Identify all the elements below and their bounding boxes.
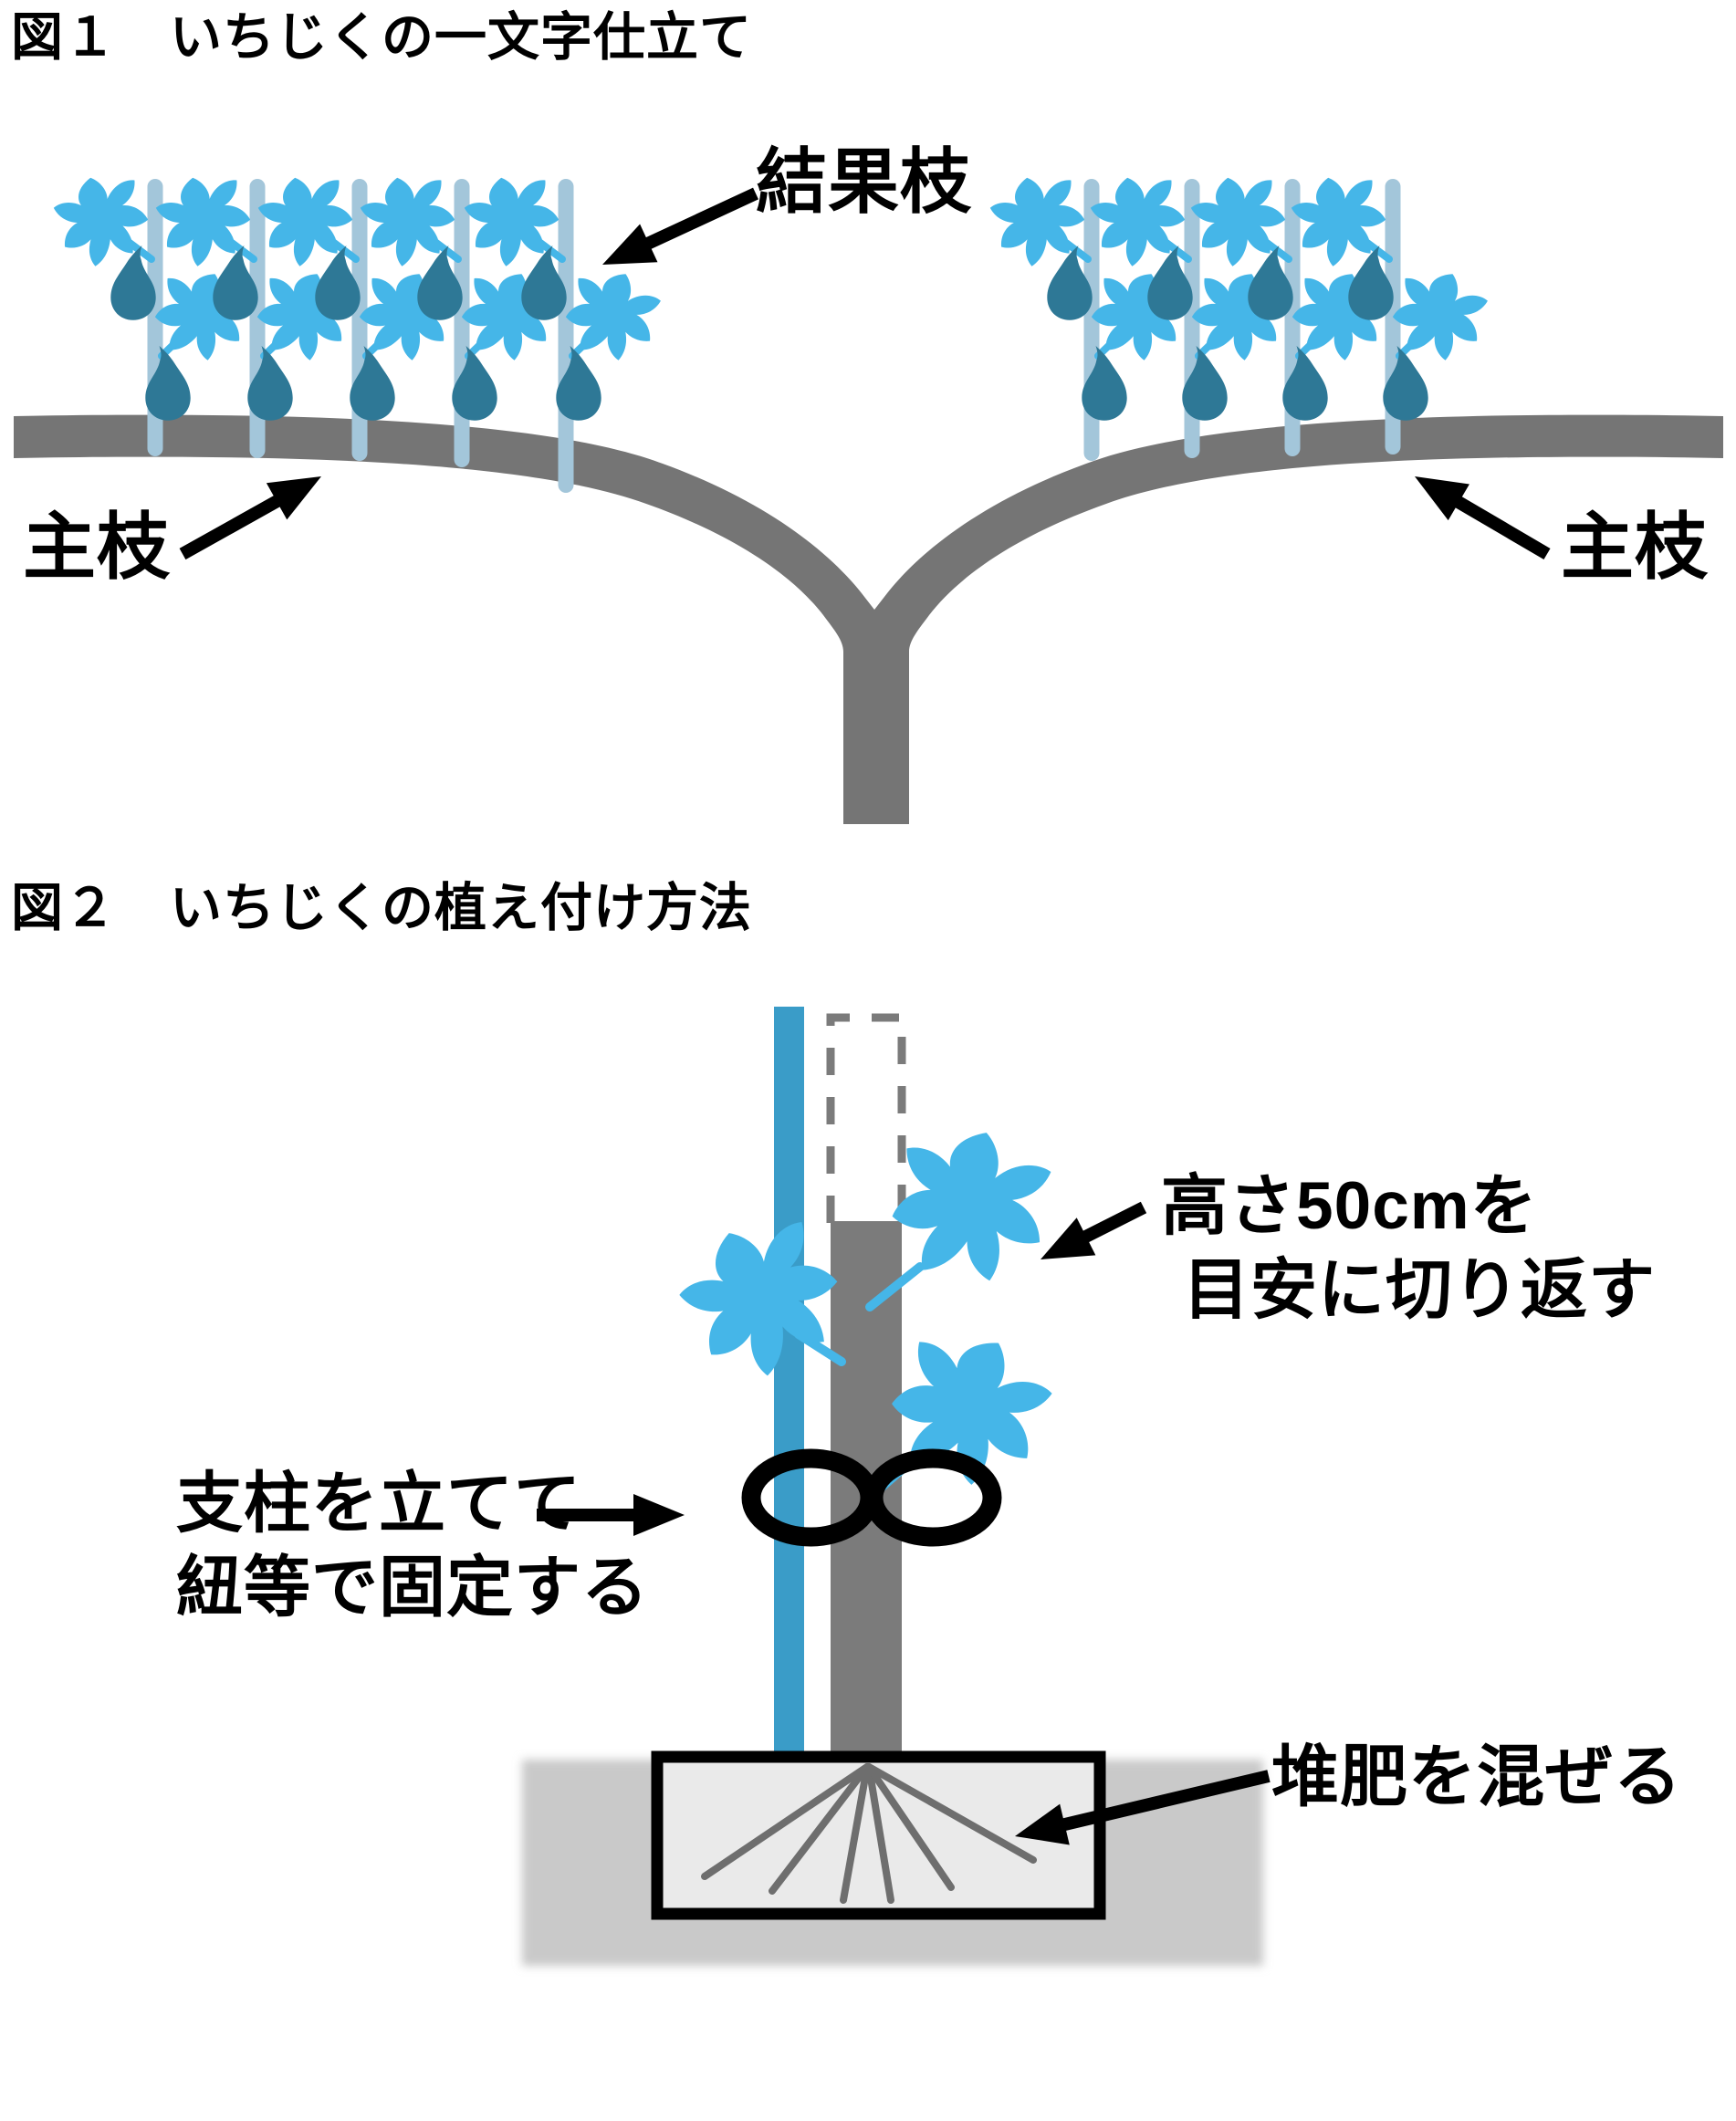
roots <box>701 1763 1037 1904</box>
shoot-stick <box>558 179 574 493</box>
trunk-cutoff-dashed-outline <box>826 1013 906 1223</box>
cut-height-note: 高さ50cmを 目安に切り返す <box>1161 1165 1656 1332</box>
fruiting-shoot <box>151 165 360 458</box>
fruiting-shoot <box>1286 165 1495 454</box>
fruiting-shoot <box>48 165 257 456</box>
main-branch-arrow-right <box>1415 476 1551 560</box>
fig2-title: 図２ いちじくの植え付け方法 <box>11 879 752 937</box>
main-branch-label-left: 主枝 <box>23 507 171 588</box>
main-branch-arrow-left <box>179 476 321 560</box>
sapling-leaf-top-right <box>883 1117 1060 1293</box>
stake-note-line1: 支柱を立てて <box>176 1467 581 1541</box>
stake-note-arrow <box>537 1494 685 1536</box>
stake-note: 支柱を立てて 紐等で固定する <box>176 1462 649 1630</box>
fruiting-shoot <box>253 165 462 461</box>
stake-note-line2: 紐等で固定する <box>176 1550 649 1625</box>
shoot-stick <box>454 179 470 467</box>
cut-height-arrow <box>1041 1201 1147 1259</box>
main-branch-label-right: 主枝 <box>1561 507 1709 588</box>
fruiting-branch-arrow <box>602 187 758 265</box>
cut-height-line2: 目安に切り返す <box>1183 1252 1656 1327</box>
cut-height-line1: 高さ50cmを <box>1161 1169 1538 1243</box>
compost-label: 堆肥を混ぜる <box>1271 1739 1682 1814</box>
fruiting-branch-label: 結果枝 <box>756 141 973 222</box>
fruiting-shoot <box>985 165 1194 461</box>
compost-arrow <box>1015 1770 1271 1845</box>
fig1-main-branch-and-trunk <box>14 414 1723 824</box>
fruiting-shoot <box>459 165 668 493</box>
fig1-tree <box>14 165 1723 824</box>
fruiting-shoot <box>1085 165 1294 458</box>
fruiting-shoot <box>1186 165 1395 456</box>
fig1-title: 図１ いちじくの一文字仕立て <box>11 8 752 67</box>
figure8-tie <box>741 1448 1002 1547</box>
annotation-arrows <box>179 187 1551 1845</box>
support-stake <box>774 1007 804 1764</box>
fig1-fruiting-shoots <box>48 165 1495 493</box>
fruiting-shoot <box>355 165 564 467</box>
